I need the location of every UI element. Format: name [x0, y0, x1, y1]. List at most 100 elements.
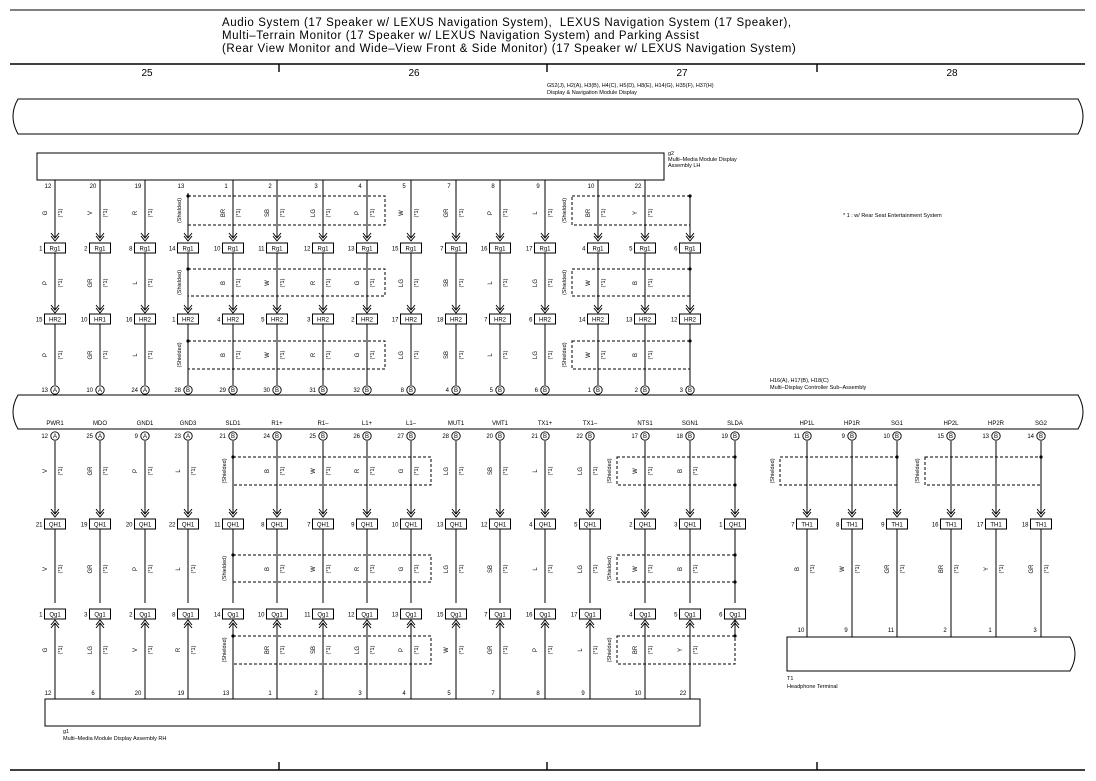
wire-note: (*1) [103, 208, 109, 217]
connector-letter: B [643, 388, 647, 394]
wire-note: (*1) [148, 564, 154, 573]
wire-color: LG [355, 646, 361, 654]
chevron-down-icon [495, 508, 505, 518]
wire-note: (*1) [548, 466, 554, 475]
connector-pin: 14 [214, 613, 221, 619]
column-number: 26 [408, 68, 420, 79]
splice-dot [733, 483, 737, 487]
shield-boundary [232, 456, 432, 486]
shield-boundary [232, 635, 432, 665]
connector-letter: A [98, 388, 102, 394]
h16-pin: 21 [531, 434, 538, 440]
wire-note: (*1) [103, 466, 109, 475]
wire-color: GR [88, 278, 94, 288]
connector-pin: 6 [674, 247, 678, 253]
shielded-label: (Shielded) [562, 198, 568, 223]
h16-terminal-name: GND1 [137, 421, 154, 427]
connector-label: Qg1 [271, 613, 283, 619]
connector-circle [406, 431, 416, 441]
wire-color: L [578, 648, 584, 652]
connector-label: Qg1 [49, 613, 61, 619]
connector-circle [318, 431, 328, 441]
wire-color: B [633, 353, 639, 357]
wire-color: R [311, 280, 317, 285]
g1-pin: 19 [178, 691, 185, 697]
chevron-down-icon [272, 232, 282, 242]
wire-note: (*1) [601, 350, 607, 359]
h16-pin: 31 [309, 388, 316, 394]
connector-pin: 4 [217, 318, 221, 324]
connector-pin: 11 [258, 247, 265, 253]
h16-pin: 30 [263, 388, 270, 394]
connector-label: QH1 [94, 523, 107, 529]
connector-label: Qg1 [729, 613, 741, 619]
wire-color: V [43, 567, 49, 571]
connector-label: TH1 [846, 523, 858, 529]
connector-circle [730, 431, 740, 441]
chevron-down-icon [406, 304, 416, 314]
wire-color: Y [984, 567, 990, 571]
connector-pin: 8 [172, 613, 176, 619]
connector-label: QH1 [182, 523, 195, 529]
connector-pin: 8 [261, 523, 265, 529]
shielded-label: (Shielded) [177, 198, 183, 223]
h16-terminal-name: L1+ [362, 421, 373, 427]
wire-color: L [176, 469, 182, 473]
wire-color: L [533, 469, 539, 473]
splice-dot [186, 339, 190, 343]
connector-label: QH1 [729, 523, 742, 529]
connector-label: Rg1 [139, 247, 151, 253]
connector-circle [1036, 431, 1046, 441]
h16-terminal-name: VMT1 [492, 421, 509, 427]
wire-color: W [633, 566, 639, 572]
connector-letter: B [596, 388, 600, 394]
wire-color: BR [939, 564, 945, 573]
h16-pin: 13 [41, 388, 48, 394]
connector-pin: 21 [36, 523, 43, 529]
connector-letter: B [454, 434, 458, 440]
h16-terminal-name: HP2L [943, 421, 959, 427]
wire-note: (*1) [414, 208, 420, 217]
connector-label: Qg1 [227, 613, 239, 619]
splice-dot [186, 267, 190, 271]
chevron-down-icon [451, 508, 461, 518]
connector-letter: B [498, 388, 502, 394]
g1-pin: 3 [358, 691, 362, 697]
connector-circle [640, 385, 650, 395]
g2-pin: 5 [402, 184, 406, 190]
connector-pin: 13 [626, 318, 633, 324]
connector-letter: B [409, 388, 413, 394]
connector-pin: 7 [307, 523, 311, 529]
shield-boundary [616, 456, 736, 486]
chevron-down-icon [585, 508, 595, 518]
connector-circle [318, 385, 328, 395]
connector-pin: 3 [307, 318, 311, 324]
display-nav-name: Display & Navigation Module Display [547, 90, 637, 96]
chevron-down-icon [228, 232, 238, 242]
title-line-1: Audio System (17 Speaker w/ LEXUS Naviga… [222, 17, 792, 29]
connector-letter: B [805, 434, 809, 440]
h16-terminal-name: SG2 [1035, 421, 1048, 427]
wire-color: W [311, 468, 317, 474]
connector-circle [685, 431, 695, 441]
connector-label: Rg1 [49, 247, 61, 253]
connector-pin: 11 [214, 523, 221, 529]
wire-note: (*1) [58, 278, 64, 287]
chevron-down-icon [140, 304, 150, 314]
h16-terminal-name: HP1R [844, 421, 861, 427]
chevron-down-icon [362, 304, 372, 314]
connector-label: Rg1 [271, 247, 283, 253]
wire-color: B [678, 567, 684, 571]
h16-name: Multi–Display Controller Sub–Assembly [770, 385, 867, 391]
connector-box [534, 608, 556, 620]
connector-pin: 16 [932, 523, 939, 529]
connector-label: Rg1 [539, 247, 551, 253]
wire-color: W [444, 647, 450, 653]
connector-circle [95, 431, 105, 441]
wire-color: SB [311, 646, 317, 654]
wire-note: (*1) [148, 278, 154, 287]
connector-label: HR2 [639, 318, 652, 324]
wire-color: R [311, 352, 317, 357]
h16-pin: 32 [353, 388, 360, 394]
